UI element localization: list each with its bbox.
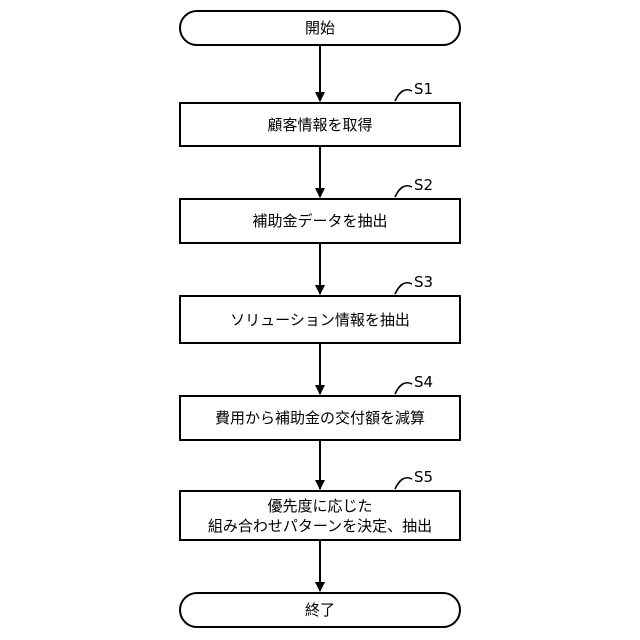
step-s3-label: S3	[414, 273, 433, 291]
step-s4-text: 費用から補助金の交付額を減算	[215, 409, 425, 427]
step-s5-label: S5	[414, 468, 433, 486]
step-s3-text: ソリューション情報を抽出	[230, 311, 410, 329]
end-terminal-label: 終了	[305, 601, 335, 619]
step-s2-label: S2	[414, 176, 433, 194]
step-s2-text: 補助金データを抽出	[252, 212, 387, 230]
step-s4-leader	[395, 383, 412, 394]
step-s5-text-line-1: 優先度に応じた	[267, 497, 372, 515]
end-terminal: 終了	[180, 593, 460, 627]
step-s4-label: S4	[414, 373, 433, 391]
start-terminal: 開始	[180, 11, 460, 45]
start-terminal-label: 開始	[305, 19, 335, 37]
step-s1-text: 顧客情報を取得	[267, 116, 372, 134]
step-s5-leader	[395, 478, 412, 489]
step-s2-leader	[395, 186, 412, 197]
step-s1-label: S1	[414, 80, 433, 98]
step-s3-leader	[395, 283, 412, 294]
step-s1-leader	[395, 90, 412, 101]
step-s5-text-line-2: 組み合わせパターンを決定、抽出	[208, 517, 432, 535]
